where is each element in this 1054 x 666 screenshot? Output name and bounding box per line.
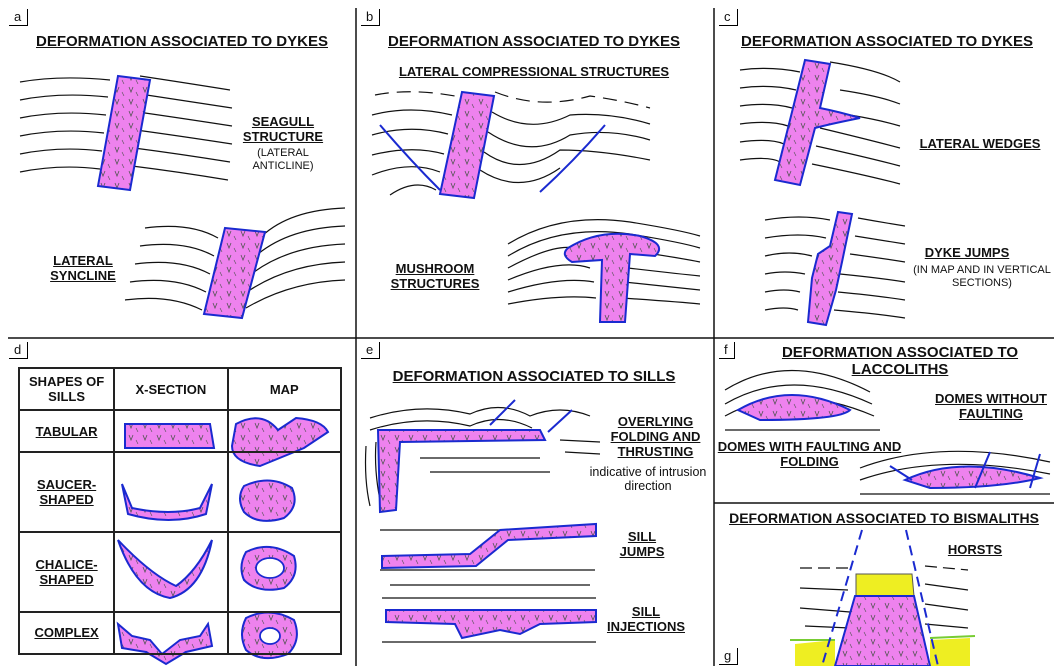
panel-b-strata [372, 92, 650, 195]
panel-c-title: DEFORMATION ASSOCIATED TO DYKES [722, 33, 1052, 50]
cell-map [228, 612, 341, 654]
panel-g-bismalith [835, 596, 930, 666]
panel-d-tag: d [9, 342, 28, 359]
panel-e-sill-L [378, 430, 545, 512]
panel-f-laccolith-2 [905, 466, 1040, 488]
panel-a-tag: a [9, 9, 28, 26]
mushroom-label: MUSHROOM STRUCTURES [380, 262, 490, 292]
domes-with-faulting-label: DOMES WITH FAULTING AND FOLDING [717, 440, 902, 470]
seagull-sublabel: (LATERAL ANTICLINE) [233, 147, 333, 172]
horsts-label: HORSTS [940, 543, 1010, 558]
seagull-label: SEAGULL STRUCTURE [228, 115, 338, 145]
panel-b-tag: b [361, 9, 380, 26]
panel-e-title: DEFORMATION ASSOCIATED TO SILLS [364, 368, 704, 385]
panel-f-title: DEFORMATION ASSOCIATED TO LACCOLITHS [760, 344, 1040, 379]
table-header-shapes: SHAPES OF SILLS [19, 368, 114, 410]
overlying-folding-label: OVERLYING FOLDING AND THRUSTING [598, 415, 713, 460]
cell-xsection [114, 410, 227, 452]
lateral-compressional-label: LATERAL COMPRESSIONAL STRUCTURES [364, 65, 704, 80]
row-label-complex: COMPLEX [19, 612, 114, 654]
panel-g-title: DEFORMATION ASSOCIATED TO BISMALITHS [716, 510, 1052, 526]
table-row: CHALICE-SHAPED [19, 532, 341, 612]
panel-b-mushroom [565, 234, 659, 322]
panel-c-tag: c [719, 9, 738, 26]
table-header-map: MAP [228, 368, 341, 410]
row-label-chalice: CHALICE-SHAPED [19, 532, 114, 612]
row-label-saucer: SAUCER-SHAPED [19, 452, 114, 532]
sill-jumps-label: SILL JUMPS [612, 530, 672, 560]
panel-e-tag: e [361, 342, 380, 359]
panel-g-tag: g [719, 648, 738, 665]
cell-xsection [114, 532, 227, 612]
panel-f-laccolith-1 [738, 395, 850, 420]
table-row: SHAPES OF SILLS X-SECTION MAP [19, 368, 341, 410]
sill-injections-label: SILL INJECTIONS [596, 605, 696, 635]
lateral-wedges-label: LATERAL WEDGES [905, 137, 1054, 152]
panel-c-jump-dyke [808, 212, 852, 325]
cell-xsection [114, 452, 227, 532]
domes-without-faulting-label: DOMES WITHOUT FAULTING [930, 392, 1052, 422]
panel-a-title: DEFORMATION ASSOCIATED TO DYKES [22, 33, 342, 50]
lateral-syncline-label: LATERAL SYNCLINE [38, 254, 128, 284]
dyke-jumps-sublabel: (IN MAP AND IN VERTICAL SECTIONS) [912, 264, 1052, 289]
table-row: COMPLEX [19, 612, 341, 654]
table-row: TABULAR [19, 410, 341, 452]
cell-map [228, 532, 341, 612]
panel-c-wedge-dyke [775, 60, 860, 185]
panel-a-dyke-bottom [204, 228, 265, 318]
panel-b-dyke [440, 92, 494, 198]
table-row: SAUCER-SHAPED [19, 452, 341, 532]
cell-map [228, 410, 341, 452]
overlying-folding-sublabel: indicative of intrusion direction [583, 465, 713, 494]
dyke-jumps-label: DYKE JUMPS [912, 246, 1022, 261]
panel-e-sill-injection [386, 610, 596, 638]
row-label-tabular: TABULAR [19, 410, 114, 452]
cell-xsection [114, 612, 227, 654]
sill-shapes-table: SHAPES OF SILLS X-SECTION MAP TABULAR SA… [18, 367, 342, 655]
cell-map [228, 452, 341, 532]
table-header-xsection: X-SECTION [114, 368, 227, 410]
panel-b-title: DEFORMATION ASSOCIATED TO DYKES [364, 33, 704, 50]
panel-f-tag: f [719, 342, 735, 359]
panel-a-dyke-top [98, 76, 150, 190]
